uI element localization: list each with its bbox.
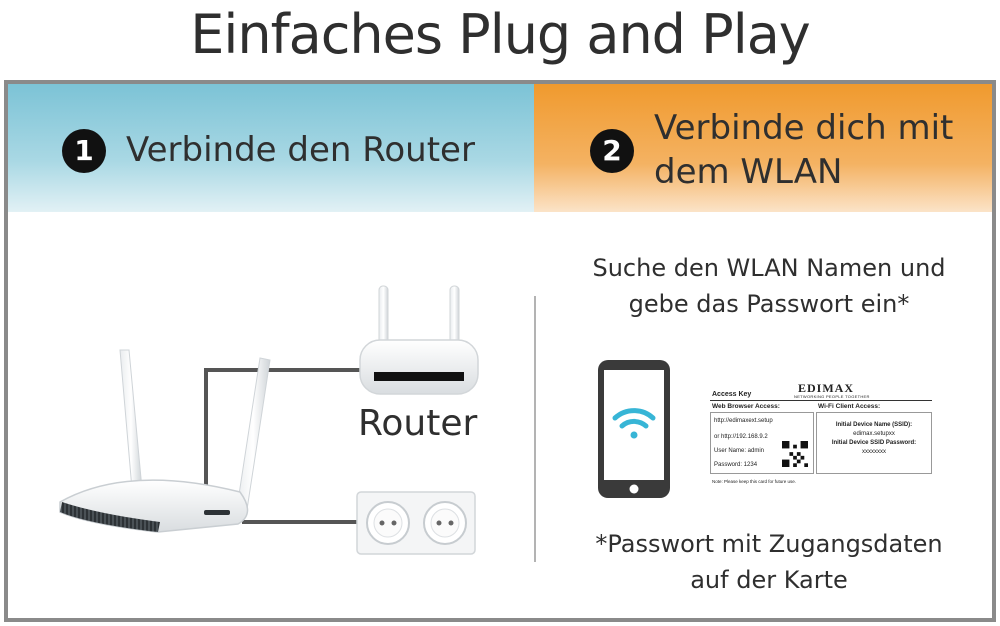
extender-icon: [59, 349, 271, 533]
instruction-panel: 1 Verbinde den Router 2 Verbinde dich mi…: [4, 80, 996, 622]
card-separator: [710, 400, 932, 401]
card-username: User Name: admin: [714, 448, 765, 454]
column-divider: [534, 296, 536, 562]
illustration: [59, 285, 670, 555]
step1-number-badge: 1: [62, 129, 106, 173]
card-wifi-title: Wi-Fi Client Access:: [818, 403, 881, 410]
qr-code-icon: [782, 441, 808, 467]
password-note: *Passwort mit Zugangsdaten auf der Karte: [595, 530, 943, 594]
card-url1: http://edimaxext.setup: [714, 418, 773, 424]
card-wifi-box: [816, 412, 932, 474]
step1-header: 1 Verbinde den Router: [8, 84, 534, 212]
card-ssid-password-value: xxxxxxxx: [862, 449, 886, 455]
smartphone-icon: [598, 360, 670, 498]
wifi-icon: [612, 408, 656, 439]
router-icon: [359, 285, 479, 395]
card-ssid-label: Initial Device Name (SSID):: [835, 422, 913, 428]
card-ssid-password-label: Initial Device SSID Password:: [831, 440, 917, 446]
step1-label: Verbinde den Router: [126, 130, 475, 170]
wifi-instruction: Suche den WLAN Namen und gebe das Passwo…: [592, 254, 946, 318]
card-url2: or http://192.168.9.2: [714, 434, 768, 440]
card-web-box: [710, 412, 814, 474]
card-tagline: NETWORKING PEOPLE TOGETHER: [794, 394, 870, 399]
page-title: Einfaches Plug and Play: [190, 3, 811, 66]
step2-number-badge: 2: [590, 129, 634, 173]
step2-header: 2 Verbinde dich mit dem WLAN: [534, 84, 992, 212]
card-web-title: Web Browser Access:: [712, 403, 780, 410]
card-password: Password: 1234: [714, 462, 758, 468]
card-title: Access Key: [712, 391, 752, 398]
card-brand-logo: EDIMAX: [798, 381, 854, 395]
access-key-card: EDIMAX NETWORKING PEOPLE TOGETHER Access…: [702, 381, 934, 489]
step2-label: Verbinde dich mit dem WLAN: [654, 108, 954, 192]
card-footer-note: Note: Please keep this card for future u…: [712, 479, 797, 484]
card-ssid-value: edimax.setupxx: [853, 431, 895, 437]
power-socket-icon: [356, 491, 476, 555]
router-cable: [204, 368, 360, 496]
router-label: Router: [358, 403, 478, 444]
